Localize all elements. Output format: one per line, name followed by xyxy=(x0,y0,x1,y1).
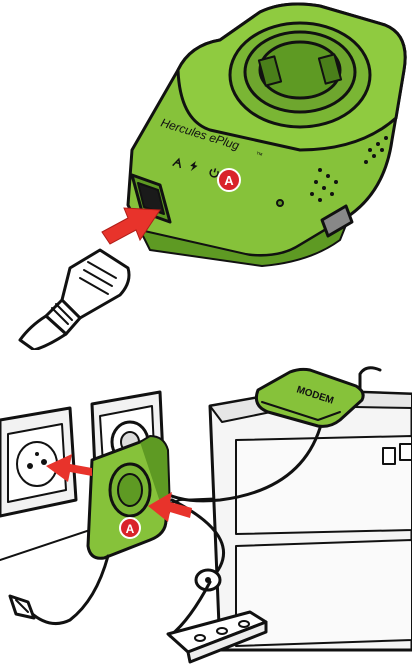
svg-text:A: A xyxy=(126,522,135,536)
panel-connect-ethernet: Hercules ePlug ™ A xyxy=(0,0,412,350)
callout-a-marker-bottom: A xyxy=(120,518,140,538)
callout-a-marker: A xyxy=(218,169,240,191)
eplug-wall-illustration: MODEM A xyxy=(0,350,412,672)
panel-connect-wall-modem: MODEM A xyxy=(0,350,412,672)
eplug-ethernet-illustration: Hercules ePlug ™ A xyxy=(0,0,412,350)
power-strip xyxy=(168,612,266,662)
ethernet-plug-bottom xyxy=(10,596,34,618)
svg-text:A: A xyxy=(224,173,234,188)
ethernet-cable-plug xyxy=(20,250,129,350)
